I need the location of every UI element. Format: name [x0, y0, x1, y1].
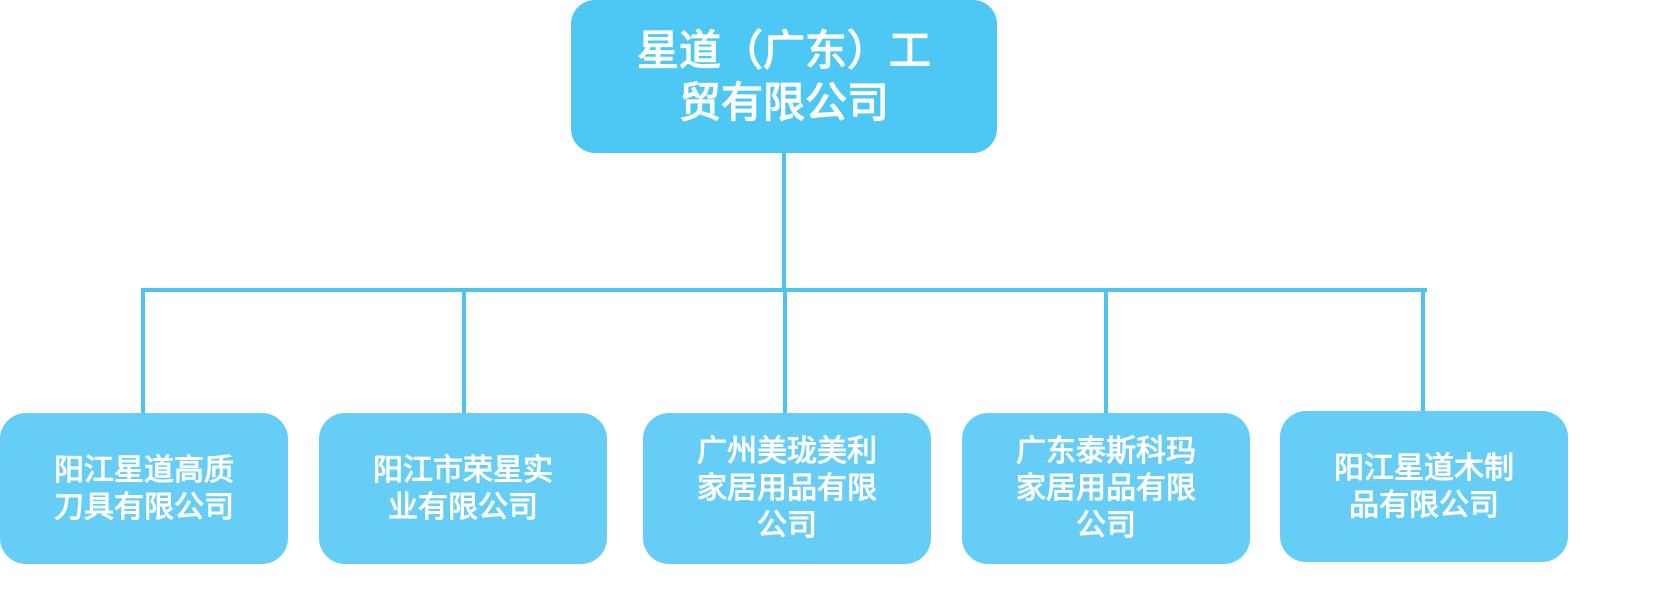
child-node-1: 阳江星道高质 刀具有限公司	[0, 413, 288, 564]
child-label-line: 刀具有限公司	[54, 489, 234, 525]
root-line-1: 星道（广东）工	[636, 25, 931, 75]
connector-drop-1	[141, 288, 145, 413]
connector-root-vertical	[782, 153, 786, 291]
child-label-line: 家居用品有限	[1016, 471, 1196, 506]
child-label-line: 广东泰斯科玛	[1016, 434, 1196, 469]
child-node-2: 阳江市荣星实 业有限公司	[319, 413, 607, 564]
child-node-5: 阳江星道木制 品有限公司	[1280, 411, 1568, 562]
child-label-line: 阳江星道木制	[1334, 450, 1514, 486]
connector-drop-4	[1104, 288, 1108, 413]
child-label-line: 阳江市荣星实	[373, 452, 553, 488]
child-label-line: 业有限公司	[388, 489, 538, 525]
connector-drop-3	[783, 288, 787, 413]
root-node: 星道（广东）工 贸有限公司	[571, 0, 997, 153]
child-label-line: 品有限公司	[1349, 487, 1499, 523]
child-label-line: 家居用品有限	[697, 471, 877, 506]
root-line-2: 贸有限公司	[678, 77, 889, 127]
connector-drop-2	[462, 288, 466, 413]
connector-drop-5	[1421, 288, 1425, 413]
child-label-line: 公司	[757, 508, 817, 543]
child-node-4: 广东泰斯科玛 家居用品有限 公司	[962, 413, 1250, 564]
child-node-3: 广州美珑美利 家居用品有限 公司	[643, 413, 931, 564]
child-label-line: 公司	[1076, 508, 1136, 543]
child-label-line: 阳江星道高质	[54, 452, 234, 488]
child-label-line: 广州美珑美利	[697, 434, 877, 469]
